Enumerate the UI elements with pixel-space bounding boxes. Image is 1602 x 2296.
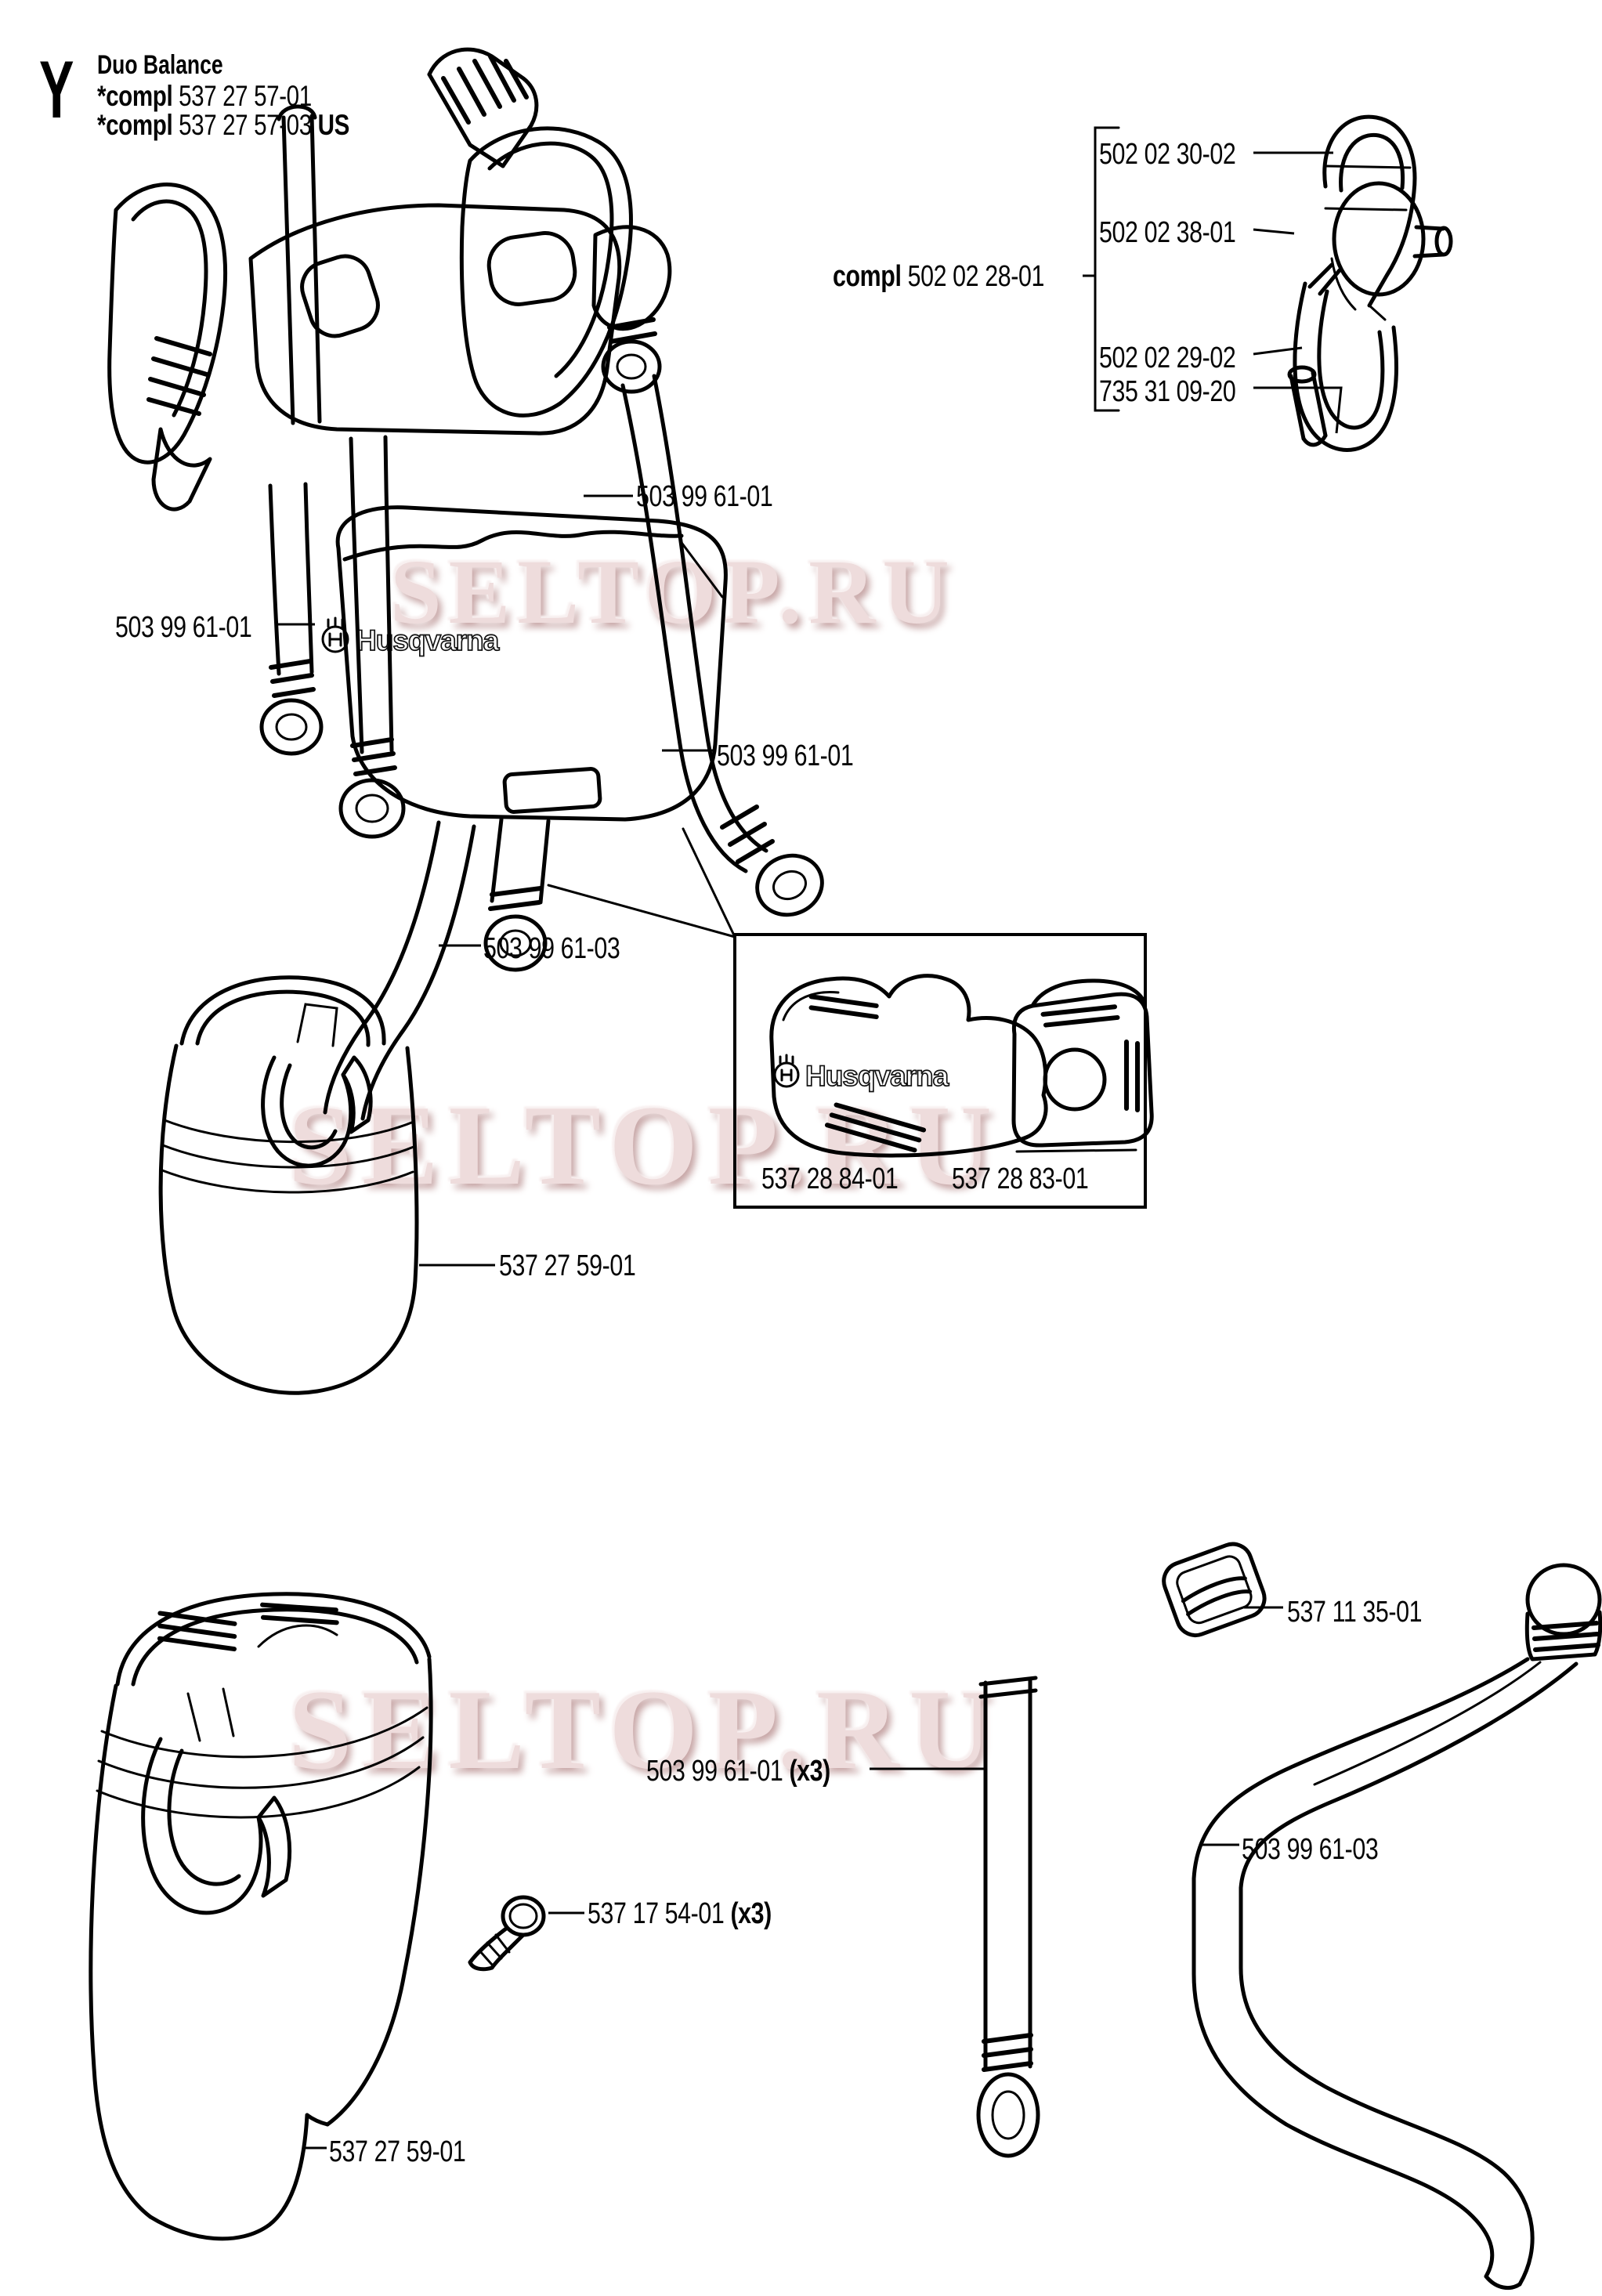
strap-x3 [976,1676,1040,2158]
assembly-variant-2: *compl 537 27 57-03 US [97,109,349,141]
chest-pad: Husqvarna [321,505,728,822]
husqvarna-wordmark: Husqvarna [805,1060,949,1092]
long-curved-strap [1192,1563,1602,2291]
callout-bracket [1094,126,1120,412]
husqvarna-logo: Husqvarna [321,616,501,657]
part-label-502-02-30-02: 502 02 30-02 [1099,138,1236,171]
watermark-seltop: SELTOP.RU [390,541,956,643]
part-label-503-99-61-01-x3: 503 99 61-01 (x3) [646,1755,830,1788]
part-label-537-28-83-01: 537 28 83-01 [952,1162,1089,1195]
harness-drawing: Husqvarna [107,47,824,1395]
screw [468,1895,546,1972]
inset-left-pad: Husqvarna [769,974,1048,1158]
part-label-503-99-61-03-bottom: 503 99 61-03 [1242,1833,1379,1866]
page-title: Duo Balance [97,50,223,80]
part-label-503-99-61-03: 503 99 61-03 [483,932,620,965]
part-label-compl-502-02-28-01: compl 502 02 28-01 [833,260,1044,293]
strap-hatch-left [146,336,212,416]
inset-box-drawing: Husqvarna [547,827,1154,1209]
part-label-537-27-59-01-upper: 537 27 59-01 [499,1249,636,1282]
assembly-variant-1: *compl 537 27 57-01 [97,80,312,112]
bottom-parts-drawing [89,1542,1602,2291]
hook-assembly-drawing [1083,114,1453,452]
part-label-537-28-84-01: 537 28 84-01 [761,1162,899,1195]
strap-hatch-top [427,47,539,168]
section-letter: Y [39,45,74,136]
inset-right-pad [1011,978,1154,1153]
part-label-537-11-35-01: 537 11 35-01 [1287,1596,1423,1629]
watermark-seltop: SELTOP.RU [288,1082,1003,1209]
part-label-503-99-61-01-left: 503 99 61-01 [115,611,252,644]
part-label-502-02-29-02: 502 02 29-02 [1099,342,1236,374]
part-label-735-31-09-20: 735 31 09-20 [1099,375,1236,408]
buckle [1162,1542,1267,1637]
lower-container [89,1592,433,2241]
part-label-537-17-54-01-x3: 537 17 54-01 (x3) [588,1897,772,1930]
part-label-503-99-61-01-right: 503 99 61-01 [636,480,773,513]
part-label-502-02-38-01: 502 02 38-01 [1099,216,1236,249]
part-label-503-99-61-01-waist: 503 99 61-01 [717,739,854,772]
part-label-537-27-59-01-bottom: 537 27 59-01 [329,2135,466,2168]
upper-container [158,975,419,1395]
watermark-seltop: SELTOP.RU [288,1666,1003,1793]
husqvarna-wordmark: Husqvarna [356,624,500,656]
